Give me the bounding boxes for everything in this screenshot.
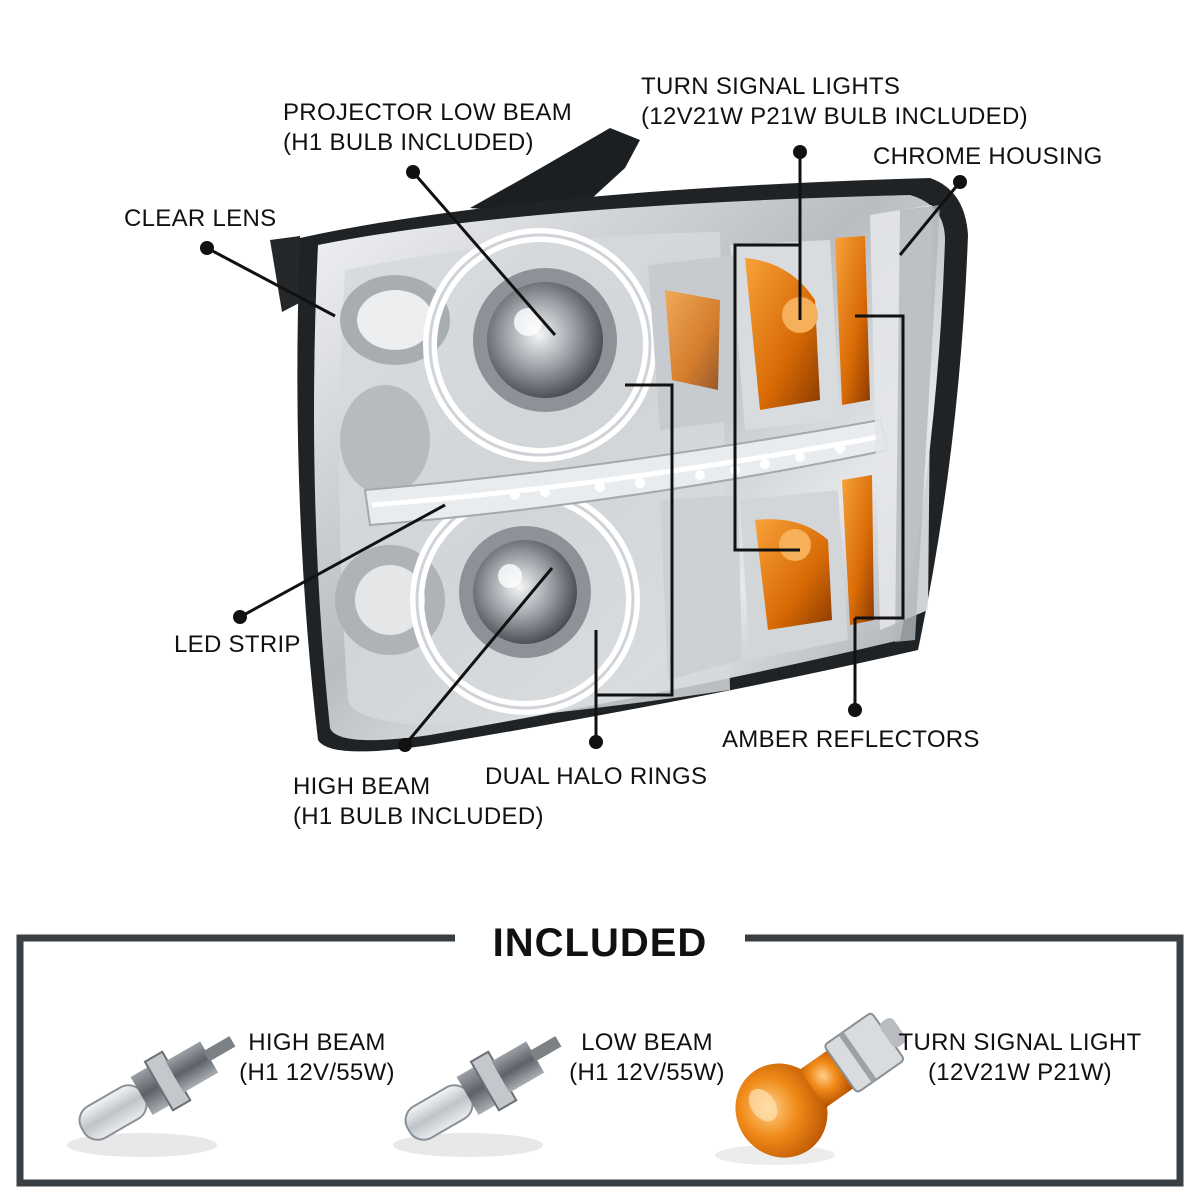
callout-chrome-housing: CHROME HOUSING	[873, 143, 1103, 170]
included-item-turn-signal-light: TURN SIGNAL LIGHT (12V21W P21W)	[898, 1029, 1142, 1086]
callout-high-beam: HIGH BEAM (H1 BULB INCLUDED)	[293, 773, 544, 830]
headlight-image	[270, 128, 968, 752]
callout-dots	[200, 145, 967, 752]
callout-projector-low-beam: PROJECTOR LOW BEAM (H1 BULB INCLUDED)	[283, 99, 572, 156]
callout-turn-signal-lights: TURN SIGNAL LIGHTS (12V21W P21W BULB INC…	[641, 73, 1028, 130]
p21w-amber-bulb-icon	[715, 1012, 906, 1165]
h1-bulb-icon	[393, 1036, 562, 1157]
callout-amber-reflectors: AMBER REFLECTORS	[722, 726, 980, 753]
included-item-low-beam: LOW BEAM (H1 12V/55W)	[569, 1029, 725, 1086]
callout-clear-lens: CLEAR LENS	[124, 205, 277, 232]
callout-dual-halo-rings: DUAL HALO RINGS	[485, 763, 708, 790]
h1-bulb-icon	[67, 1036, 236, 1157]
callout-lines	[206, 152, 962, 746]
included-item-high-beam: HIGH BEAM (H1 12V/55W)	[239, 1029, 395, 1086]
callout-led-strip: LED STRIP	[174, 631, 301, 658]
included-title: INCLUDED	[492, 921, 708, 965]
included-box	[16, 934, 1184, 1187]
